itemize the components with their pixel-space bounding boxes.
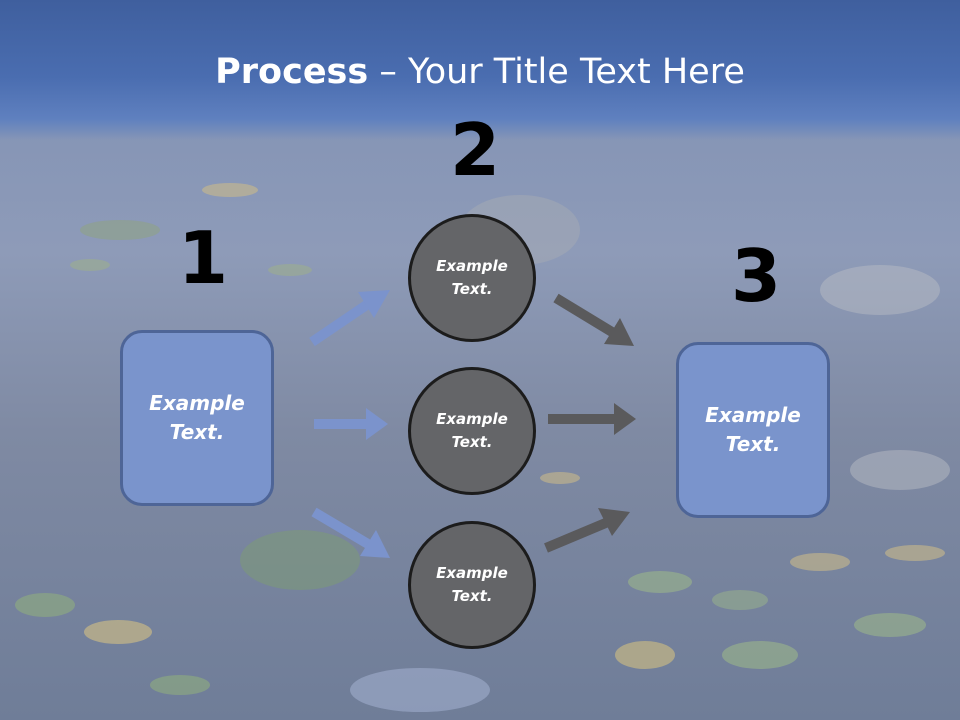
step-number-3: 3 [731,234,782,318]
step-3-box-text: Example Text. [705,403,801,456]
title-rest: – Your Title Text Here [368,52,745,92]
arrow-from-circle-3 [544,508,630,553]
page-title: Process – Your Title Text Here [0,52,960,92]
title-band [0,0,960,140]
circle-1-text: Example Text. [436,257,508,298]
arrow-from-circle-2 [548,403,636,435]
step-2-circle-2[interactable]: Example Text. [408,367,536,495]
circle-2-text: Example Text. [436,410,508,451]
step-2-circle-3[interactable]: Example Text. [408,521,536,649]
step-1-box-text: Example Text. [149,391,245,444]
title-bold: Process [215,52,369,92]
step-1-box[interactable]: Example Text. [120,330,274,506]
arrow-to-circle-1 [309,290,390,347]
step-number-2: 2 [450,108,501,192]
step-2-circle-1[interactable]: Example Text. [408,214,536,342]
arrow-to-circle-3 [311,507,390,558]
circle-3-text: Example Text. [436,564,508,605]
arrow-from-circle-1 [553,293,634,346]
step-3-box[interactable]: Example Text. [676,342,830,518]
step-number-1: 1 [178,216,229,300]
arrow-to-circle-2 [314,408,388,440]
